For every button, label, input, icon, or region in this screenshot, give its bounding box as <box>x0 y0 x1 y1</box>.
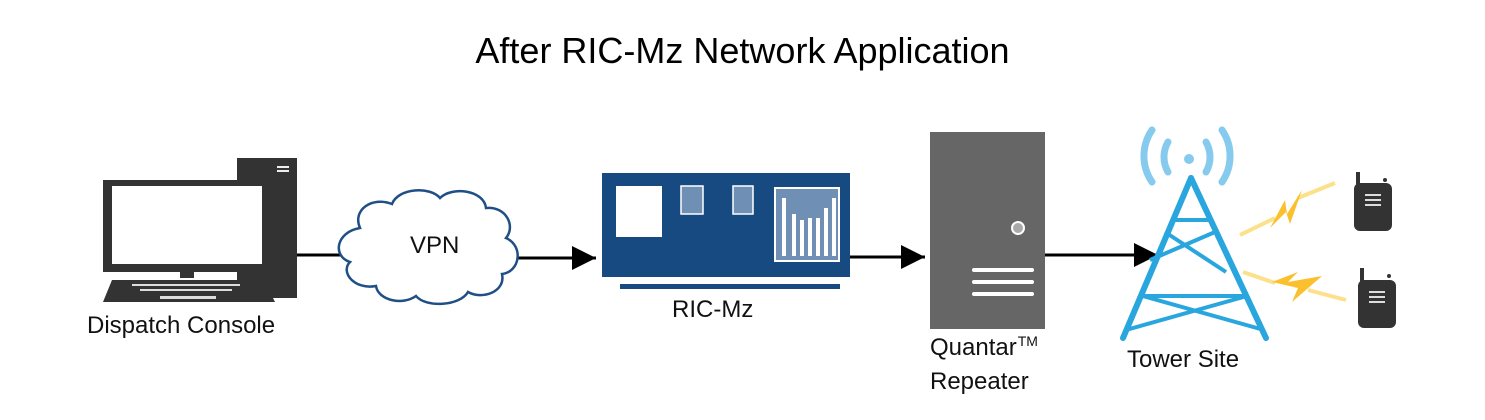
radio-tower-icon <box>1120 126 1269 341</box>
label-vpn: VPN <box>410 232 460 259</box>
trademark-symbol: TM <box>1017 333 1038 349</box>
label-quantar: QuantarTM <box>930 333 1038 362</box>
diagram-title: After RIC-Mz Network Application <box>475 30 1010 71</box>
cloud-icon <box>337 189 519 306</box>
handheld-radio-icon <box>1358 268 1396 328</box>
label-dispatch-console: Dispatch Console <box>87 312 276 339</box>
label-ric-mz: RIC-Mz <box>672 296 754 323</box>
ric-device-icon <box>602 173 850 289</box>
label-quantar-name: Quantar <box>930 334 1017 361</box>
label-repeater: Repeater <box>930 368 1029 395</box>
desktop-computer-icon <box>103 158 297 302</box>
label-tower-site: Tower Site <box>1127 346 1240 373</box>
server-icon <box>930 132 1045 329</box>
wireless-link-1 <box>1239 181 1336 237</box>
wireless-link-2 <box>1242 270 1347 302</box>
handheld-radio-icon <box>1354 172 1392 231</box>
